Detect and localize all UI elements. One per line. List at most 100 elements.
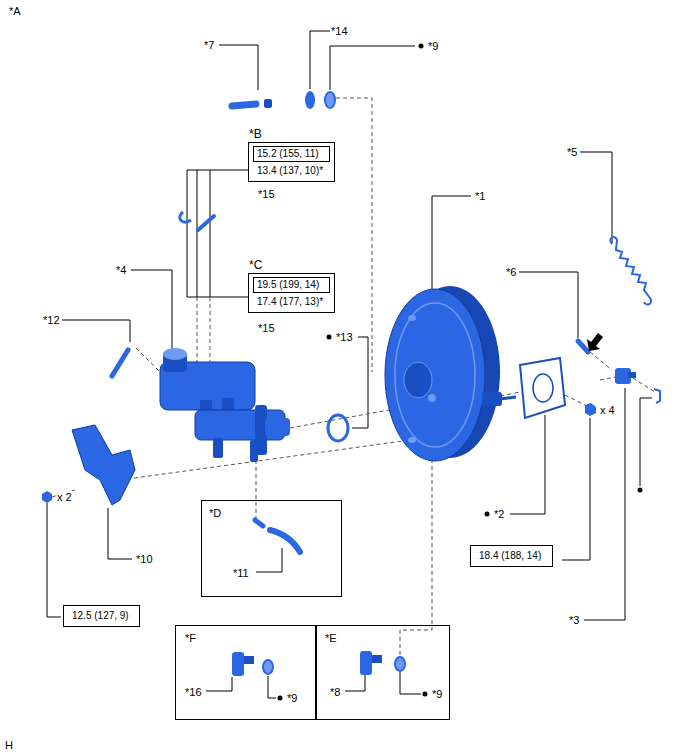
leader-line: [345, 675, 365, 691]
callout-number: *13: [335, 331, 354, 344]
view-letter: *B: [249, 127, 335, 141]
callout-number: *11: [232, 567, 250, 580]
gasket: [520, 358, 565, 418]
detail-panel: *E*8*9: [316, 625, 450, 720]
torque-row: 13.4 (137, 10)*: [253, 164, 330, 178]
clip: [654, 389, 660, 403]
figure-letter: *A: [8, 5, 22, 18]
booster-stud: [408, 437, 416, 443]
leader-line: [206, 677, 232, 691]
grommet: [263, 660, 273, 674]
leader-line: [47, 503, 61, 617]
reservoir-cap: [163, 348, 187, 360]
master-cylinder: [160, 348, 290, 462]
clip: [198, 216, 214, 230]
assembly-line: [633, 378, 655, 392]
booster-stud: [408, 315, 416, 321]
torque-row: 19.5 (199, 14): [253, 277, 330, 293]
callout-number: *9: [427, 40, 439, 53]
torque-box: *C19.5 (199, 14)17.4 (177, 13)*: [248, 258, 335, 313]
panel-letter: *E: [324, 632, 338, 645]
direction-arrow: [587, 333, 603, 351]
torque-row: 18.4 (188, 14): [475, 549, 548, 563]
torque-frame: 19.5 (199, 14) 17.4 (177, 13)*: [248, 273, 335, 313]
bracket: [72, 425, 135, 505]
torque-value: 18.4 (188, 14): [479, 549, 541, 563]
leader-line: [400, 672, 421, 694]
assembly-line: [336, 98, 372, 372]
callout-number: *10: [135, 553, 154, 566]
bracket-line: [210, 170, 211, 297]
leader-line: [584, 388, 625, 620]
assembly-lines: [52, 98, 655, 655]
callout-number: *9: [286, 692, 298, 705]
bullet-dot: [638, 488, 643, 493]
leader-line: [432, 196, 471, 289]
level-sensor: [112, 350, 128, 376]
assembly-line: [590, 352, 612, 370]
detail-panel: *D*11: [201, 500, 342, 597]
check-valve: [232, 652, 244, 676]
outlet-boss: [213, 438, 223, 458]
booster-ring: [395, 303, 475, 447]
torque-frame: 12.5 (127, 9): [63, 605, 140, 627]
bullet-dot: [327, 335, 332, 340]
leader-lines: [47, 31, 652, 698]
leader-line: [256, 548, 282, 572]
booster-rear-boss: [482, 392, 502, 406]
assembly-line: [565, 395, 585, 405]
torque-value: 13.4 (137, 10)*: [257, 164, 323, 178]
cylinder-nose: [265, 418, 290, 436]
torque-value: 12.5 (127, 9): [72, 609, 129, 623]
push-rod: [500, 397, 516, 399]
callout-number: *1: [474, 190, 486, 203]
leader-line: [580, 152, 612, 243]
callout-number: *12: [42, 314, 61, 327]
callout-number: *2: [493, 508, 505, 521]
quantity: x 2: [56, 491, 73, 504]
hose-clamp: [264, 99, 272, 108]
torque-value: 15.2 (155, 11): [257, 147, 319, 161]
torque-row: 17.4 (177, 13)*: [253, 295, 330, 309]
leader-line: [219, 45, 258, 90]
booster-front-shell: [385, 289, 485, 461]
gasket-hole: [533, 374, 553, 402]
torque-row: 12.5 (127, 9): [68, 609, 135, 623]
leader-line: [352, 337, 368, 428]
check-valve: [360, 651, 372, 675]
callout-number: *16: [184, 686, 203, 699]
leader-line: [268, 676, 276, 698]
outlet-boss: [250, 440, 258, 462]
clevis-arm: [628, 372, 636, 378]
quantity: x 4: [599, 404, 616, 417]
check-valve-port: [244, 656, 254, 664]
bullet-dot: [278, 696, 283, 701]
grommet: [395, 657, 405, 671]
torque-box: 18.4 (188, 14): [470, 545, 553, 567]
torque-row: 15.2 (155, 11): [253, 146, 330, 162]
callout-number: *15: [257, 188, 276, 201]
check-valve: [305, 91, 315, 109]
torque-frame: 18.4 (188, 14): [470, 545, 553, 567]
booster-port: [428, 394, 436, 402]
brake-booster: [385, 286, 516, 461]
detail-panel: *F*16*9: [175, 625, 316, 720]
leader-line: [108, 508, 132, 559]
torque-value: 17.4 (177, 13)*: [257, 295, 323, 309]
figure-code: H: [4, 739, 14, 752]
leader-line: [131, 270, 172, 352]
callout-number: *9: [431, 688, 443, 701]
callout-number: *4: [115, 264, 127, 277]
o-ring: [328, 415, 348, 441]
vacuum-hose: [232, 104, 256, 106]
leader-line: [310, 31, 346, 89]
callout-number: *15: [257, 322, 276, 335]
hose-end: [255, 520, 263, 526]
clip: [180, 212, 191, 222]
torque-value: 19.5 (199, 14): [257, 278, 319, 292]
assembly-line: [136, 348, 160, 372]
booster-boss: [404, 362, 432, 398]
clevis-pin: [578, 341, 588, 352]
